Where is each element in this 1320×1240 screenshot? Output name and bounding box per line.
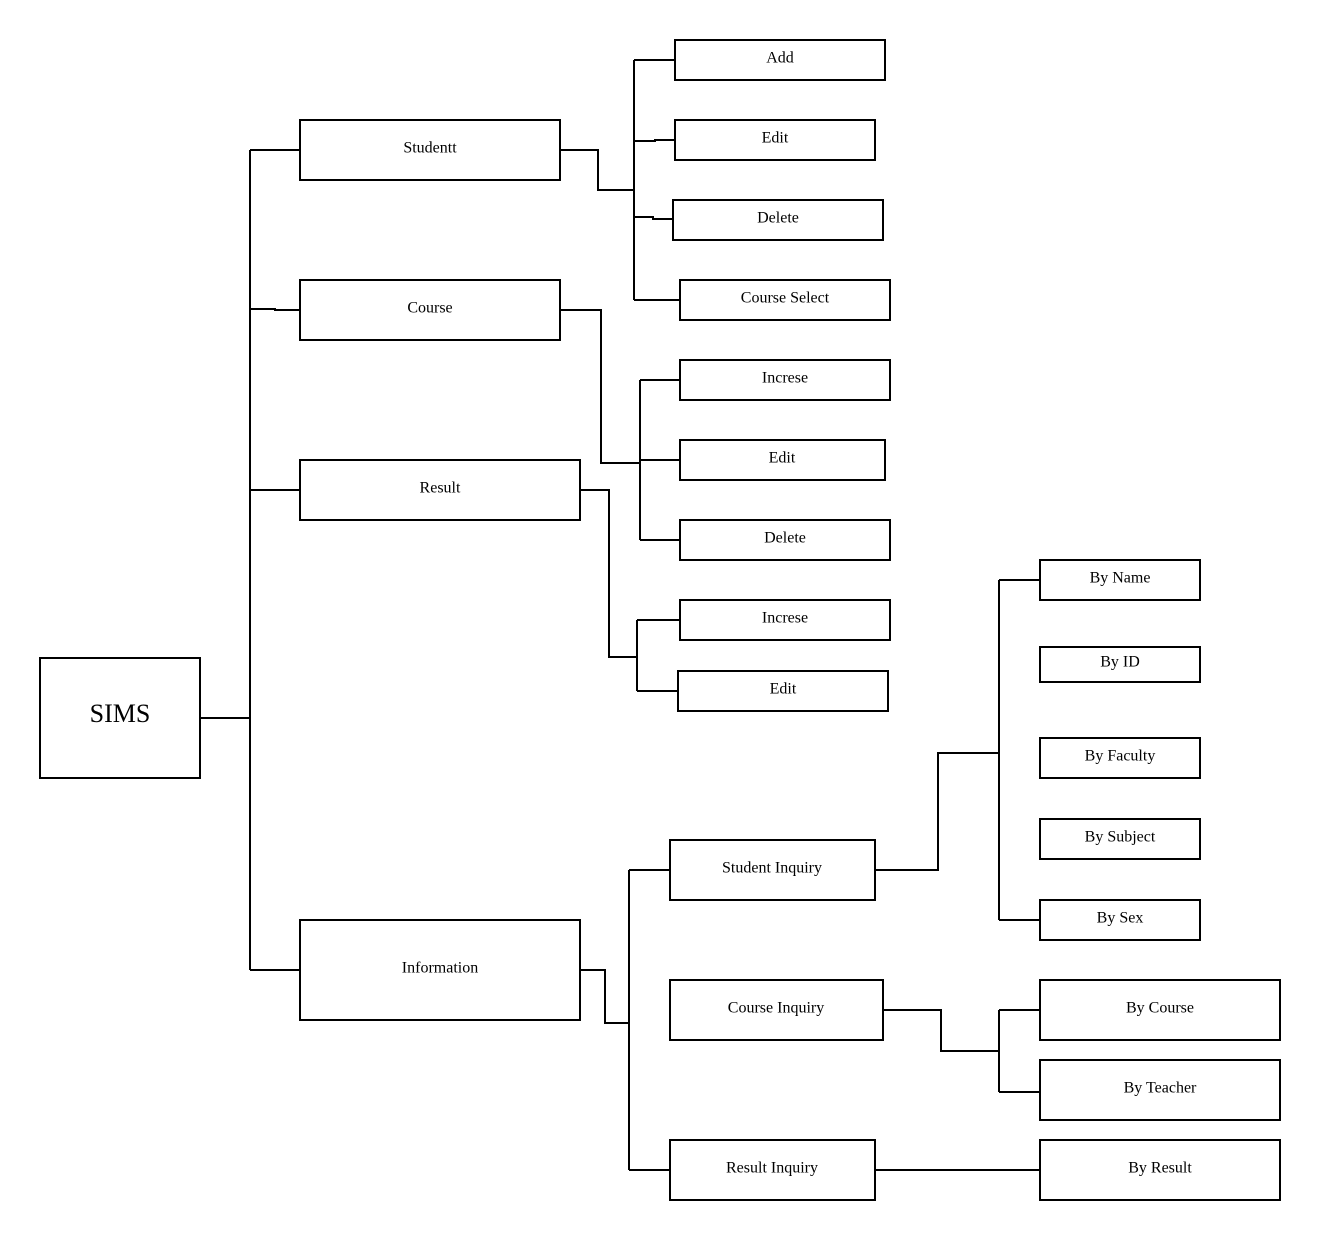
node-label: Information	[402, 960, 478, 977]
node-label: Result	[420, 480, 461, 497]
node-result: Result	[299, 459, 581, 521]
node-information: Information	[299, 919, 581, 1021]
node-label: Studentt	[403, 140, 457, 157]
node-box	[299, 459, 581, 521]
node-by-result: By Result	[1039, 1139, 1281, 1201]
node-box	[669, 1139, 876, 1201]
node-box	[679, 439, 886, 481]
node-course-increse: Increse	[679, 359, 891, 401]
node-result-increse: Increse	[679, 599, 891, 641]
node-box	[1039, 737, 1201, 779]
node-box	[1039, 818, 1201, 860]
node-label: By Course	[1126, 1000, 1194, 1017]
node-course-delete: Delete	[679, 519, 891, 561]
connector-line	[560, 309, 640, 464]
node-label: Edit	[770, 681, 797, 698]
connector-line	[875, 752, 999, 871]
node-label: Result Inquiry	[726, 1160, 818, 1177]
node-by-course: By Course	[1039, 979, 1281, 1041]
node-box	[669, 839, 876, 901]
node-student-add: Add	[674, 39, 886, 81]
node-label: Increse	[762, 610, 808, 627]
node-student-inquiry: Student Inquiry	[669, 839, 876, 901]
connector-line	[883, 1009, 999, 1052]
node-box	[1039, 646, 1201, 683]
connector-line	[580, 969, 629, 1024]
node-label: By Teacher	[1124, 1080, 1197, 1097]
node-label: Delete	[764, 530, 806, 547]
connectors	[200, 59, 1040, 1171]
node-label: Student Inquiry	[722, 860, 822, 877]
node-box	[669, 979, 884, 1041]
node-result-inquiry: Result Inquiry	[669, 1139, 876, 1201]
node-by-sex: By Sex	[1039, 899, 1201, 941]
node-label: Delete	[757, 210, 799, 227]
node-by-name: By Name	[1039, 559, 1201, 601]
node-by-subject: By Subject	[1039, 818, 1201, 860]
node-student: Studentt	[299, 119, 561, 181]
node-label: Course Select	[741, 290, 830, 307]
node-course-inquiry: Course Inquiry	[669, 979, 884, 1041]
node-course: Course	[299, 279, 561, 341]
node-by-id: By ID	[1039, 646, 1201, 683]
node-student-course-select: Course Select	[679, 279, 891, 321]
node-box	[1039, 1139, 1281, 1201]
node-label: By ID	[1100, 654, 1140, 671]
node-box	[1039, 559, 1201, 601]
node-course-edit: Edit	[679, 439, 886, 481]
node-by-faculty: By Faculty	[1039, 737, 1201, 779]
node-box	[1039, 899, 1201, 941]
node-box	[299, 279, 561, 341]
node-sims: SIMS	[39, 657, 201, 779]
node-label: SIMS	[90, 699, 151, 728]
node-box	[672, 199, 884, 241]
node-box	[299, 119, 561, 181]
node-label: By Faculty	[1085, 748, 1156, 765]
node-label: Increse	[762, 370, 808, 387]
node-student-edit: Edit	[674, 119, 876, 161]
node-box	[679, 279, 891, 321]
connector-line	[250, 308, 300, 311]
node-box	[299, 919, 581, 1021]
node-label: By Sex	[1097, 910, 1144, 927]
node-box	[1039, 1059, 1281, 1121]
node-label: By Name	[1090, 570, 1151, 587]
node-label: Course Inquiry	[728, 1000, 824, 1017]
node-box	[679, 599, 891, 641]
node-label: Add	[766, 50, 794, 67]
node-result-edit: Edit	[677, 670, 889, 712]
node-label: Edit	[762, 130, 789, 147]
connector-line	[634, 139, 675, 142]
node-box	[679, 359, 891, 401]
connector-line	[634, 216, 673, 220]
node-label: Edit	[769, 450, 796, 467]
node-box	[679, 519, 891, 561]
node-label: By Subject	[1085, 829, 1156, 846]
connector-line	[580, 489, 637, 658]
node-box	[39, 657, 201, 779]
node-box	[1039, 979, 1281, 1041]
node-box	[677, 670, 889, 712]
connector-line	[560, 149, 634, 191]
node-box	[674, 119, 876, 161]
node-box	[674, 39, 886, 81]
node-by-teacher: By Teacher	[1039, 1059, 1281, 1121]
node-label: By Result	[1128, 1160, 1192, 1177]
node-label: Course	[407, 300, 452, 317]
node-student-delete: Delete	[672, 199, 884, 241]
